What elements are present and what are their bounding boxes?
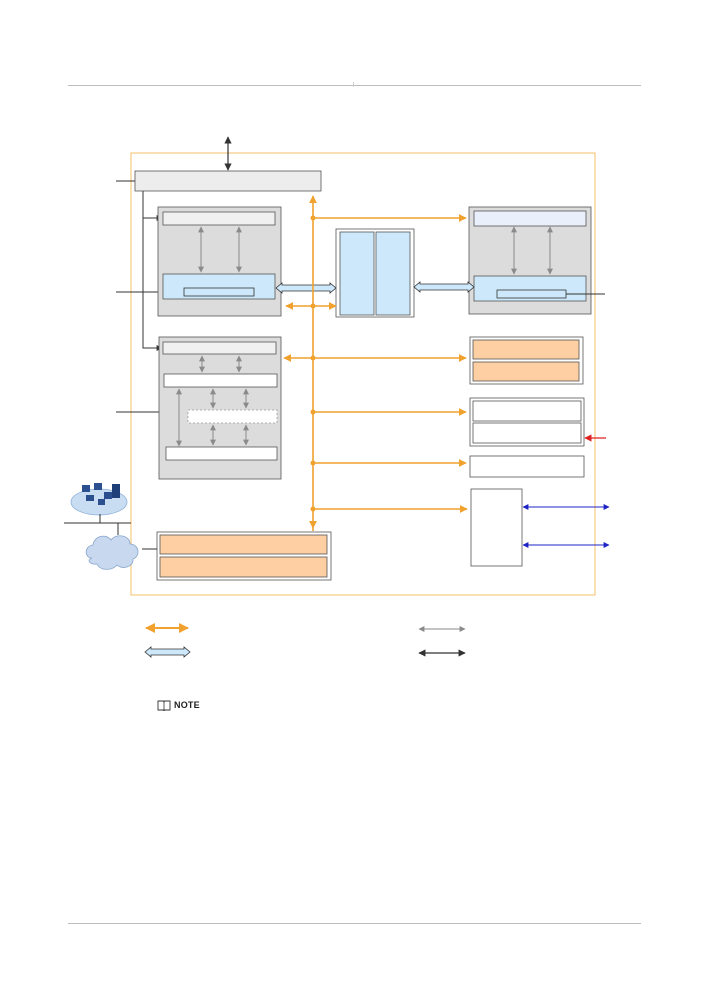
legend-hollow-bus [144,646,191,658]
module-peach-2 [472,361,580,382]
bottom-peach-2 [159,556,328,578]
board-mid-left-layer-1 [163,373,278,388]
system-frame [130,152,596,596]
hollow-bus-right [413,281,475,293]
module-single [469,455,585,478]
board-top-left-header [162,211,276,226]
central-switch-right [375,231,411,316]
footer-rule [68,923,641,924]
module-white-2 [472,422,582,444]
bottom-peach-1 [159,534,328,555]
module-tall [470,488,523,567]
orange-bus-junctions [310,215,316,512]
header-rule [68,85,641,86]
header-rule-tick [353,82,354,87]
hollow-bus-left [275,282,337,294]
board-top-left-port [183,287,255,297]
note-label: NOTE [174,700,200,710]
board-mid-left-layer-bottom [165,446,278,461]
board-top-right-header [473,210,587,227]
board-mid-left-layer-dashed [187,409,278,424]
central-switch-left [339,231,375,316]
orange-bus [283,195,468,531]
note-callout: NOTE [157,697,200,713]
module-white-1 [472,400,582,422]
board-top-right-port [496,289,567,299]
top-bar [134,170,322,192]
network-computers-icon [70,483,128,523]
book-icon [157,700,171,711]
topbar-to-board3-arrow [142,218,163,351]
module-peach-1 [472,339,580,360]
cloud-icon [85,535,139,570]
board-mid-left-header [162,341,277,355]
